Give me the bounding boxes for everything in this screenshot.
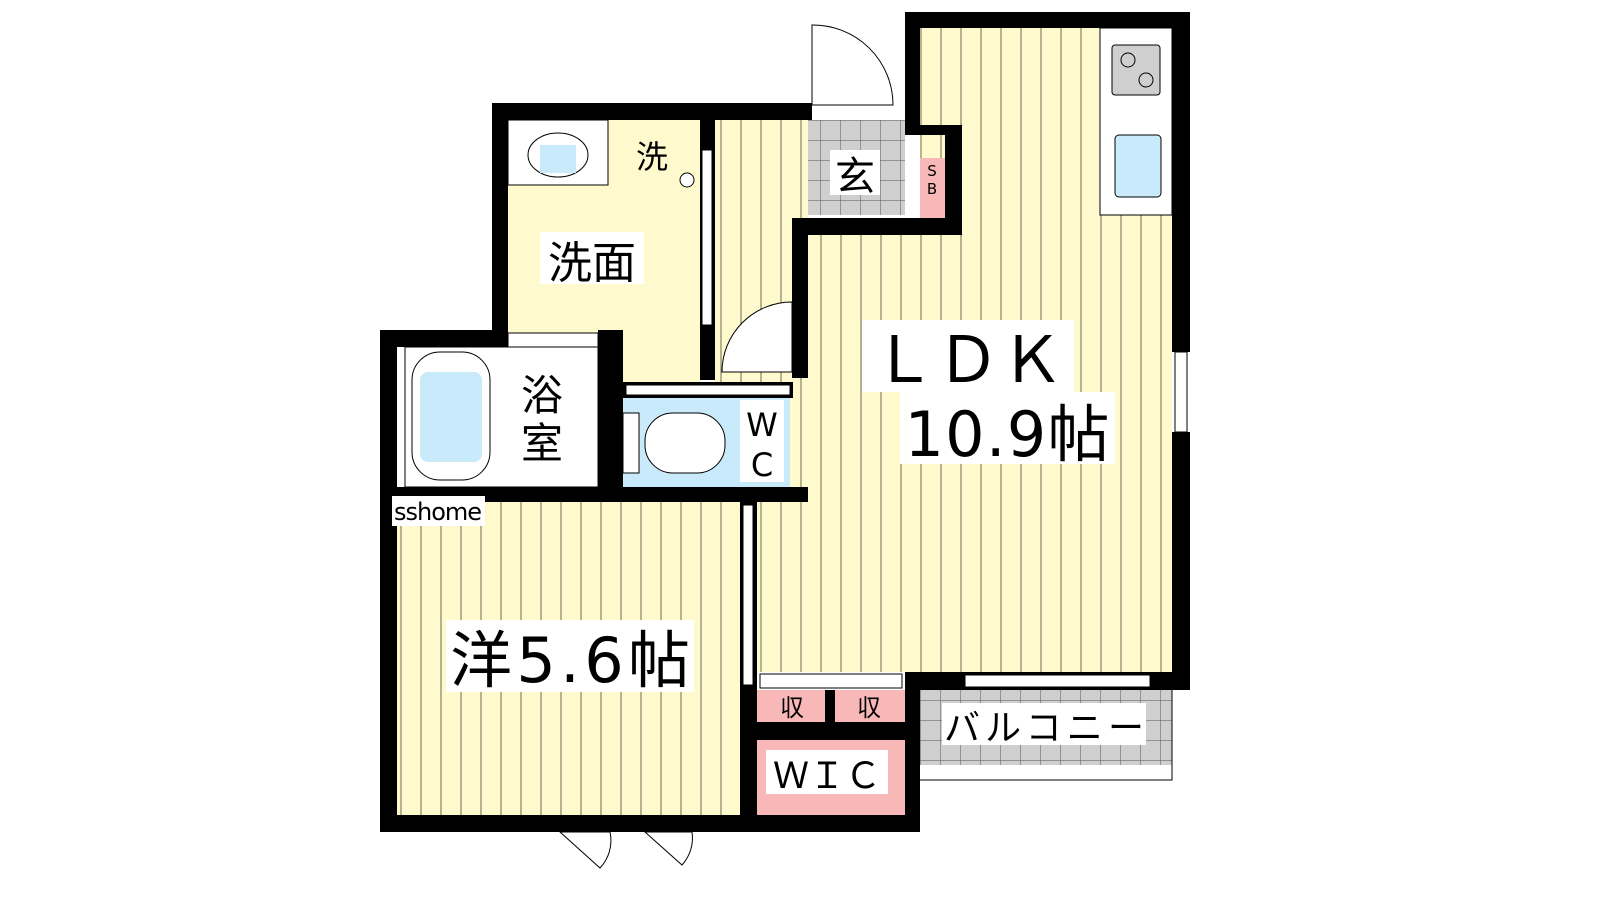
balcony-window	[964, 674, 1151, 688]
toilet-tank	[622, 412, 640, 474]
western-door-right[interactable]	[643, 831, 693, 866]
basin-water	[540, 145, 576, 173]
wc-label-2: C	[751, 446, 773, 484]
western-room-label: 洋5.6帖	[450, 624, 690, 697]
shoebox-label-1: S	[927, 162, 937, 180]
bath-door[interactable]	[507, 332, 599, 348]
storage-label-2: 収	[857, 694, 881, 722]
sliding-door-washroom[interactable]	[701, 149, 713, 326]
shoebox-floor	[920, 158, 945, 218]
toilet-icon	[644, 412, 726, 474]
washer-label: 洗	[636, 138, 668, 176]
wc-label-1: W	[746, 406, 778, 444]
entrance-label: 玄	[835, 154, 875, 200]
washer-drain-icon	[679, 172, 695, 188]
bath-label-1: 浴	[521, 371, 563, 420]
burner-icon	[1138, 72, 1154, 88]
washroom-label: 洗面	[548, 238, 636, 289]
bath-label-2: 室	[521, 419, 563, 468]
western-door-left[interactable]	[558, 831, 612, 869]
sliding-door-western[interactable]	[742, 504, 754, 686]
stove-icon	[1111, 44, 1161, 96]
kitchen-sink-icon	[1114, 134, 1162, 198]
wc-door[interactable]	[625, 384, 791, 396]
bathtub-water	[420, 372, 482, 462]
burner-icon	[1120, 52, 1136, 68]
ldk-size-label: 10.9帖	[905, 398, 1110, 471]
ldk-window	[1174, 351, 1188, 433]
balcony-label: バルコニー	[944, 708, 1144, 749]
ldk-label: ＬＤＫ	[872, 324, 1064, 398]
wic-label: ＷＩＣ	[773, 756, 881, 797]
storage-1-floor	[757, 690, 825, 722]
storage-2-floor	[835, 690, 905, 722]
storage-doors[interactable]	[759, 673, 903, 689]
entrance-door[interactable]	[811, 24, 894, 106]
hallway-door[interactable]	[721, 301, 793, 373]
balcony-outline	[920, 690, 1173, 781]
shoebox-label-2: B	[927, 180, 937, 198]
storage-label-1: 収	[780, 694, 804, 722]
watermark-text: sshome	[394, 498, 482, 526]
